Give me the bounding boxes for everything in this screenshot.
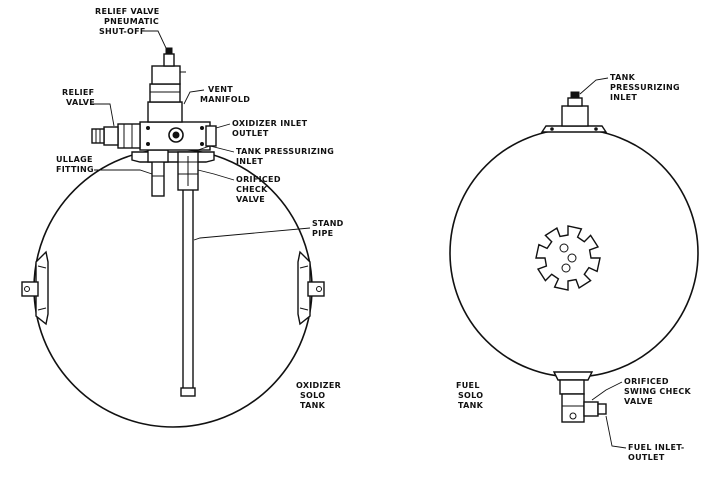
svg-text:RELIEF: RELIEF <box>62 88 94 97</box>
label-vent-manifold: VENT MANIFOLD <box>183 85 250 105</box>
svg-text:OUTLET: OUTLET <box>628 453 665 462</box>
svg-text:INLET: INLET <box>610 93 637 102</box>
svg-text:ORIFICED: ORIFICED <box>236 175 281 184</box>
svg-text:PNEUMATIC: PNEUMATIC <box>104 17 159 26</box>
label-ullage-fitting: ULLAGE FITTING <box>56 155 153 175</box>
label-stand-pipe: STAND PIPE <box>193 219 344 241</box>
oxidizer-tank-title: OXIDIZER SOLO TANK <box>296 381 341 410</box>
svg-text:INLET: INLET <box>236 157 263 166</box>
svg-text:TANK PRESSURIZING: TANK PRESSURIZING <box>236 147 334 156</box>
fuel-tank: TANK PRESSURIZING INLET ORIFICED SWING C… <box>449 73 699 462</box>
svg-text:TANK: TANK <box>610 73 636 82</box>
fuel-top-boss <box>540 91 608 133</box>
svg-text:RELIEF VALVE: RELIEF VALVE <box>95 7 160 16</box>
label-relief-valve-pneumatic-shutoff: RELIEF VALVE PNEUMATIC SHUT-OFF <box>95 7 167 49</box>
svg-text:ULLAGE: ULLAGE <box>56 155 93 164</box>
svg-text:TANK: TANK <box>458 401 484 410</box>
label-orificed-swing-check-valve: ORIFICED SWING CHECK VALVE <box>591 377 692 406</box>
oxidizer-orificed-check-valve <box>177 151 199 191</box>
baffle-hole <box>559 243 569 253</box>
svg-text:SOLO: SOLO <box>300 391 325 400</box>
label-tank-pressurizing-inlet: TANK PRESSURIZING INLET <box>197 145 334 166</box>
svg-text:VENT: VENT <box>208 85 233 94</box>
label-oxidizer-inlet-outlet: OXIDIZER INLET OUTLET <box>215 119 308 138</box>
oxidizer-tank-sphere <box>33 148 313 428</box>
svg-text:STAND: STAND <box>312 219 344 228</box>
label-fuel-tank-pressurizing-inlet: TANK PRESSURIZING INLET <box>579 73 680 102</box>
label-fuel-inlet-outlet: FUEL INLET- OUTLET <box>605 415 684 462</box>
svg-text:OXIDIZER: OXIDIZER <box>296 381 341 390</box>
svg-text:VALVE: VALVE <box>66 98 95 107</box>
oxidizer-pneumatic-shutoff-stack <box>147 47 186 123</box>
svg-text:OUTLET: OUTLET <box>232 129 269 138</box>
svg-text:VALVE: VALVE <box>236 195 265 204</box>
svg-text:PIPE: PIPE <box>312 229 333 238</box>
oxidizer-relief-valve <box>91 123 141 149</box>
oxidizer-top-boss <box>131 151 215 163</box>
svg-text:SWING CHECK: SWING CHECK <box>624 387 692 396</box>
svg-text:FUEL INLET-: FUEL INLET- <box>628 443 684 452</box>
svg-text:CHECK: CHECK <box>236 185 268 194</box>
oxidizer-right-mounting-lug <box>297 250 325 326</box>
svg-text:TANK: TANK <box>300 401 326 410</box>
fuel-center-baffle <box>535 225 601 291</box>
svg-text:MANIFOLD: MANIFOLD <box>200 95 250 104</box>
oxidizer-left-mounting-lug <box>21 250 49 326</box>
label-orificed-check-valve: ORIFICED CHECK VALVE <box>197 169 281 204</box>
svg-text:OXIDIZER INLET: OXIDIZER INLET <box>232 119 308 128</box>
svg-text:ORIFICED: ORIFICED <box>624 377 669 386</box>
label-relief-valve: RELIEF VALVE <box>62 88 115 127</box>
svg-text:VALVE: VALVE <box>624 397 653 406</box>
baffle-hole <box>561 263 571 273</box>
svg-text:FITTING: FITTING <box>56 165 94 174</box>
oxidizer-stand-pipe <box>180 187 196 397</box>
svg-text:SHUT-OFF: SHUT-OFF <box>99 27 146 36</box>
svg-text:SOLO: SOLO <box>458 391 483 400</box>
svg-text:PRESSURIZING: PRESSURIZING <box>610 83 680 92</box>
svg-text:FUEL: FUEL <box>456 381 480 390</box>
fuel-tank-title: FUEL SOLO TANK <box>456 381 484 410</box>
baffle-hole <box>567 253 577 263</box>
oxidizer-vent-manifold-block <box>139 121 217 151</box>
oxidizer-tank: RELIEF VALVE PNEUMATIC SHUT-OFF RELIEF V… <box>21 7 344 428</box>
oxidizer-ullage-fitting <box>147 149 169 197</box>
fuel-orificed-swing-check-valve <box>552 371 607 423</box>
